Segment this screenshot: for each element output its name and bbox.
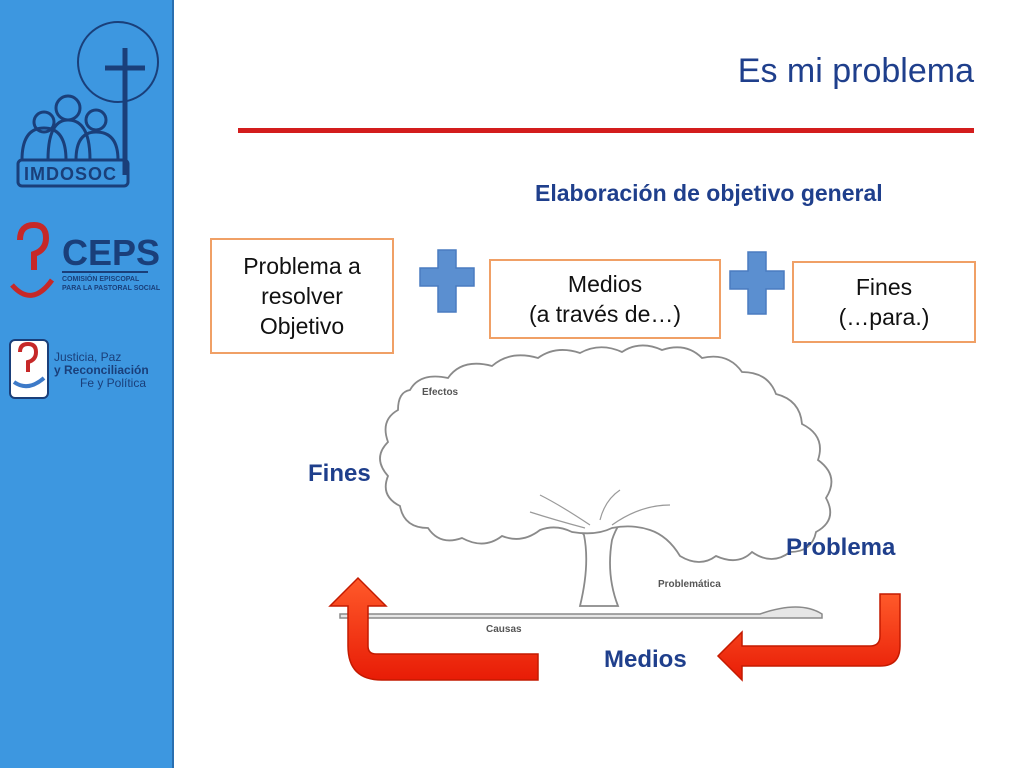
box1-line3: Objetivo bbox=[259, 313, 345, 339]
tree-efectos-label: Efectos bbox=[422, 387, 459, 398]
justicia-line3: Fe y Política bbox=[80, 376, 147, 390]
slide-title: Es mi problema bbox=[737, 52, 974, 90]
arrow-to-medios-icon bbox=[716, 593, 901, 682]
label-fines: Fines bbox=[308, 460, 371, 487]
slide-subtitle: Elaboración de objetivo general bbox=[535, 180, 883, 206]
ceps-line1: COMISIÓN EPISCOPAL bbox=[62, 276, 140, 283]
box3-line2: (…para.) bbox=[838, 304, 930, 330]
ceps-name: CEPS bbox=[62, 232, 161, 273]
box1-line1: Problema a bbox=[243, 253, 361, 279]
plus-icon bbox=[729, 251, 785, 315]
label-problema: Problema bbox=[786, 534, 896, 561]
arrow-to-fines-icon bbox=[328, 576, 539, 681]
box2-line2: (a través de…) bbox=[528, 301, 682, 327]
box2-line1: Medios bbox=[567, 271, 643, 297]
imdosoc-logo bbox=[16, 21, 159, 188]
tree-causas-label: Causas bbox=[486, 624, 522, 635]
ceps-line2: PARA LA PASTORAL SOCIAL bbox=[62, 285, 161, 292]
tree-problematica-label: Problemática bbox=[658, 579, 721, 590]
box3-line1: Fines bbox=[855, 274, 913, 300]
logos-graphic bbox=[9, 21, 159, 399]
justicia-line1: Justicia, Paz bbox=[54, 350, 122, 364]
imdosoc-text: IMDOSOC bbox=[24, 164, 118, 184]
title-rule bbox=[238, 128, 974, 133]
ceps-logo bbox=[10, 221, 148, 298]
label-medios: Medios bbox=[604, 646, 687, 673]
box-fines: Fines (…para.) bbox=[792, 261, 976, 343]
box1-line2: resolver bbox=[261, 283, 343, 309]
box-medios: Medios (a través de…) bbox=[489, 259, 721, 339]
justicia-logo bbox=[9, 339, 49, 399]
problem-tree-icon bbox=[339, 344, 833, 619]
justicia-line2: y Reconciliación bbox=[54, 363, 149, 377]
plus-icon bbox=[419, 249, 475, 313]
logo-sidebar: IMDOSOC CEPS COMISIÓN EPISCOPAL PARA LA … bbox=[0, 0, 174, 768]
box-problema-objetivo: Problema a resolver Objetivo bbox=[210, 238, 394, 354]
